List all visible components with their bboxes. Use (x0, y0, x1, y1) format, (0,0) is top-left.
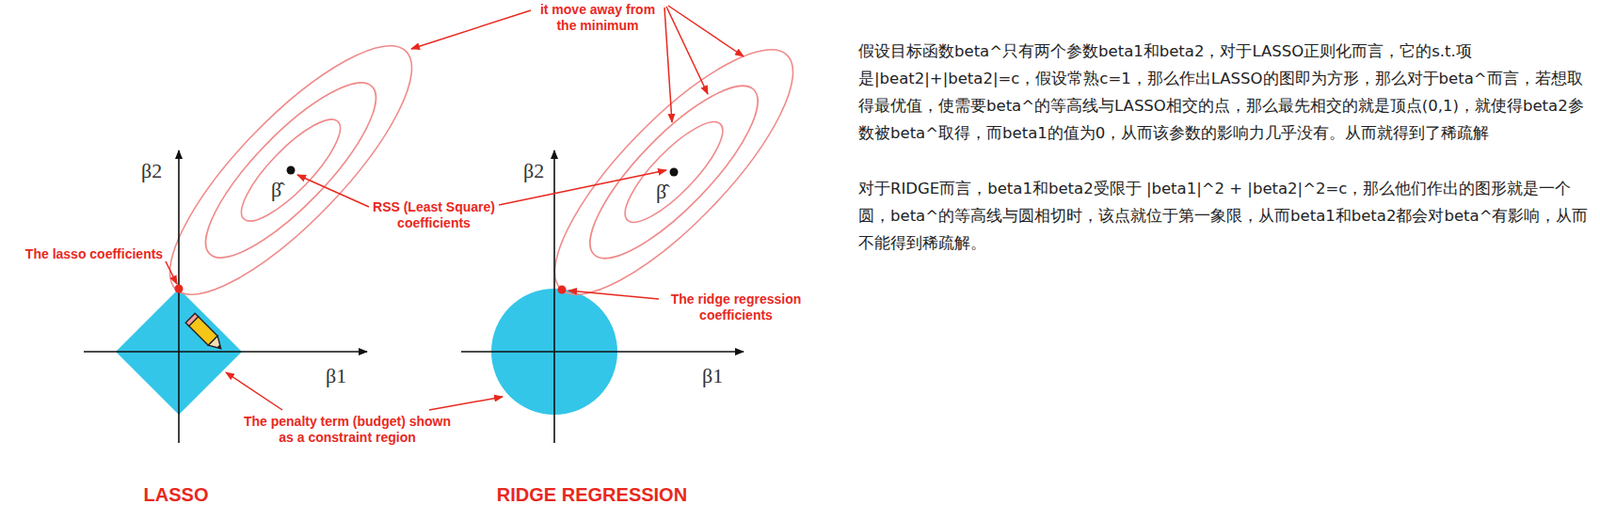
axis-line (83, 351, 368, 353)
contour-ellipse (523, 18, 824, 325)
axis-label: β1 (325, 365, 347, 388)
lasso-point (175, 285, 184, 294)
note-paragraph: 假设目标函数beta^只有两个参数beta1和beta2，对于LASSO正则化而… (858, 37, 1593, 147)
rss-point (670, 168, 679, 177)
pencil-tip (208, 336, 225, 353)
leader-line (297, 175, 369, 208)
callout-note: The lasso coefficients (13, 246, 176, 263)
pencil-eraser (185, 313, 198, 326)
ridge-point (558, 286, 567, 295)
callout-note: The ridge regression coefficients (660, 291, 812, 324)
axis-line (553, 150, 556, 444)
leader-line (165, 261, 177, 285)
leader-line (225, 372, 283, 411)
rss-contours (523, 18, 824, 325)
estimate-label: β̂ (271, 178, 282, 202)
leader-line (568, 290, 659, 300)
axis-label: β2 (141, 160, 162, 183)
axis-label: β1 (702, 365, 723, 388)
contour-ellipse (138, 15, 444, 326)
leader-lines (165, 5, 744, 411)
leader-line (668, 5, 744, 57)
contour-ellipse (612, 110, 736, 236)
pencil-icon (185, 313, 225, 353)
axis-line (461, 351, 744, 353)
rss-contours (138, 15, 444, 326)
contour-ellipse (184, 61, 399, 279)
axis-line (177, 150, 180, 444)
callout-note: The penalty term (budget) shown as a con… (242, 414, 452, 447)
contour-ellipse (568, 64, 780, 280)
callout-note: RSS (Least Square) coefficients (365, 199, 503, 232)
estimate-label: β̂ (656, 180, 667, 204)
contour-ellipse (228, 107, 353, 234)
leader-line (666, 6, 708, 95)
callout-note: it move away from the minimum (530, 1, 665, 34)
panel-title: RIDGE REGRESSION (469, 483, 715, 507)
leader-line (664, 7, 672, 123)
leader-line (411, 10, 531, 49)
axis-label: β2 (523, 160, 544, 183)
note-paragraph: 对于RIDGE而言，beta1和beta2受限于 |beta1|^2 + |be… (858, 175, 1593, 257)
panel-title: LASSO (81, 483, 271, 507)
rss-point (287, 166, 296, 176)
pencil-lead (216, 344, 223, 351)
leader-line (429, 397, 503, 411)
